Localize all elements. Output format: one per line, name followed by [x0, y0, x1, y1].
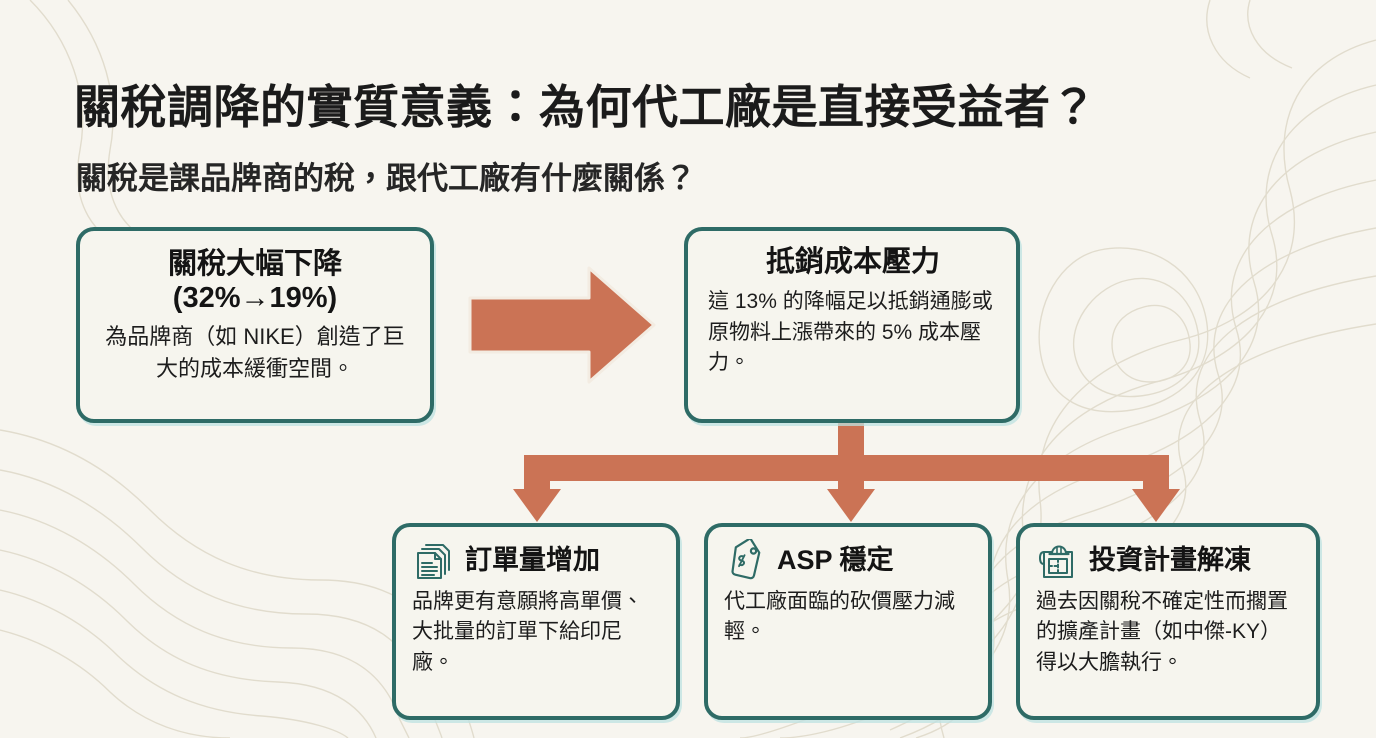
node-offset-cost-body: 這 13% 的降幅足以抵銷通膨或原物料上漲帶來的 5% 成本壓力。: [708, 290, 993, 375]
node-orders-head: 訂單量增加: [412, 539, 660, 583]
node-asp: ASP 穩定 代工廠面臨的砍價壓力減輕。: [704, 523, 992, 720]
node-asp-body: 代工廠面臨的砍價壓力減輕。: [724, 590, 955, 644]
documents-stack-icon: [417, 544, 450, 579]
node-tariff-drop: 關稅大幅下降 (32%→19%) 為品牌商（如 NIKE）創造了巨大的成本緩衝空…: [76, 227, 434, 423]
node-capex: 投資計畫解凍 過去因關稅不確定性而擱置的擴產計畫（如中傑-KY）得以大膽執行。: [1016, 523, 1320, 720]
node-tariff-drop-title: 關稅大幅下降 (32%→19%): [98, 247, 412, 315]
node-asp-title: ASP 穩定: [777, 545, 894, 576]
node-capex-head: 投資計畫解凍: [1036, 539, 1300, 583]
price-tag-icon: [731, 539, 761, 580]
blueprint-hardhat-icon: [1039, 545, 1073, 578]
node-offset-cost: 抵銷成本壓力 這 13% 的降幅足以抵銷通膨或原物料上漲帶來的 5% 成本壓力。: [684, 227, 1020, 423]
page-subtitle: 關稅是課品牌商的稅，跟代工廠有什麼關係？: [76, 160, 696, 196]
node-orders-body: 品牌更有意願將高單價、大批量的訂單下給印尼廠。: [412, 590, 643, 674]
node-tariff-drop-body: 為品牌商（如 NIKE）創造了巨大的成本緩衝空間。: [105, 324, 405, 382]
node-orders: 訂單量增加 品牌更有意願將高單價、大批量的訂單下給印尼廠。: [392, 523, 680, 720]
node-offset-cost-title: 抵銷成本壓力: [765, 246, 940, 278]
node-capex-body: 過去因關稅不確定性而擱置的擴產計畫（如中傑-KY）得以大膽執行。: [1036, 590, 1288, 674]
page-title: 關稅調降的實質意義：為何代工廠是直接受益者？: [74, 80, 1097, 133]
node-orders-title: 訂單量增加: [465, 545, 600, 576]
node-capex-title: 投資計畫解凍: [1089, 545, 1251, 576]
node-asp-head: ASP 穩定: [724, 539, 972, 583]
node-tariff-drop-title-line1: 關稅大幅下降: [167, 248, 342, 280]
node-tariff-drop-title-line2: (32%→19%): [172, 282, 338, 315]
